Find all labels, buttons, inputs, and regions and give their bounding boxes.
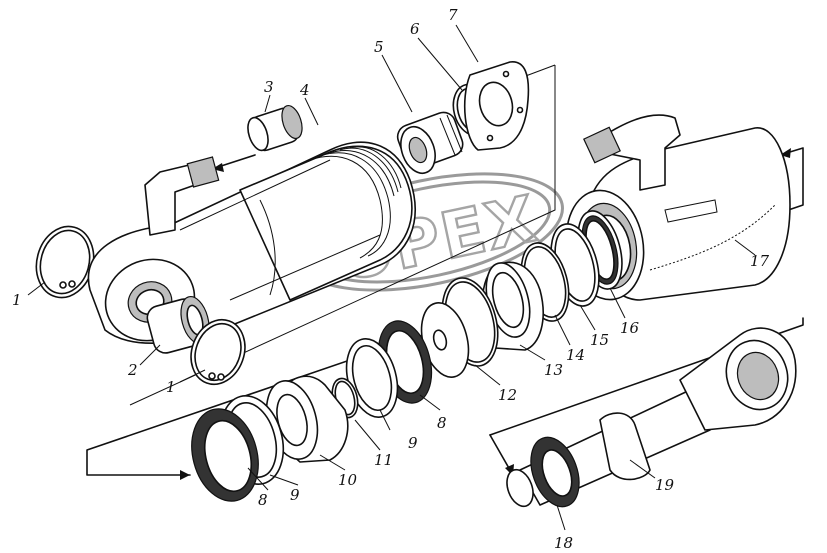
label-14: 14	[566, 346, 585, 364]
bushing-2	[146, 295, 210, 354]
label-8-mid: 8	[437, 414, 447, 432]
label-17: 17	[750, 252, 770, 270]
ring-9-mid	[345, 338, 399, 418]
label-10: 10	[338, 471, 358, 489]
snap-ring-lower	[190, 318, 246, 386]
seal-18	[530, 436, 580, 508]
label-12: 12	[498, 386, 517, 404]
label-8-lower: 8	[258, 491, 268, 509]
label-13: 13	[544, 361, 563, 379]
label-6: 6	[410, 20, 420, 38]
assembly-lines	[86, 64, 804, 480]
snap-ring-left	[35, 225, 95, 299]
guide-bushing-5	[396, 111, 464, 175]
label-19: 19	[655, 476, 675, 494]
label-1-lower: 1	[166, 378, 176, 396]
leader-lines	[27, 24, 756, 531]
label-5: 5	[374, 38, 384, 56]
label-1-left: 1	[12, 291, 22, 309]
callouts: 1 2 1 3 4 5 6 7 8 8 9 9 10 11 12 13 14 1…	[12, 6, 770, 552]
label-7: 7	[448, 6, 458, 24]
cylinder-barrel	[87, 141, 416, 344]
label-11: 11	[374, 451, 393, 469]
label-9-mid: 9	[408, 434, 418, 452]
ring-12	[420, 277, 499, 378]
label-9-lower: 9	[290, 486, 300, 504]
label-18: 18	[554, 534, 573, 552]
label-3: 3	[264, 78, 274, 96]
bushing-3	[247, 104, 303, 152]
label-15: 15	[590, 331, 609, 349]
label-16: 16	[620, 319, 640, 337]
label-4: 4	[299, 81, 310, 99]
cover-flange-7	[463, 61, 530, 151]
seal-8-lower	[191, 408, 259, 502]
label-2: 2	[127, 361, 138, 379]
